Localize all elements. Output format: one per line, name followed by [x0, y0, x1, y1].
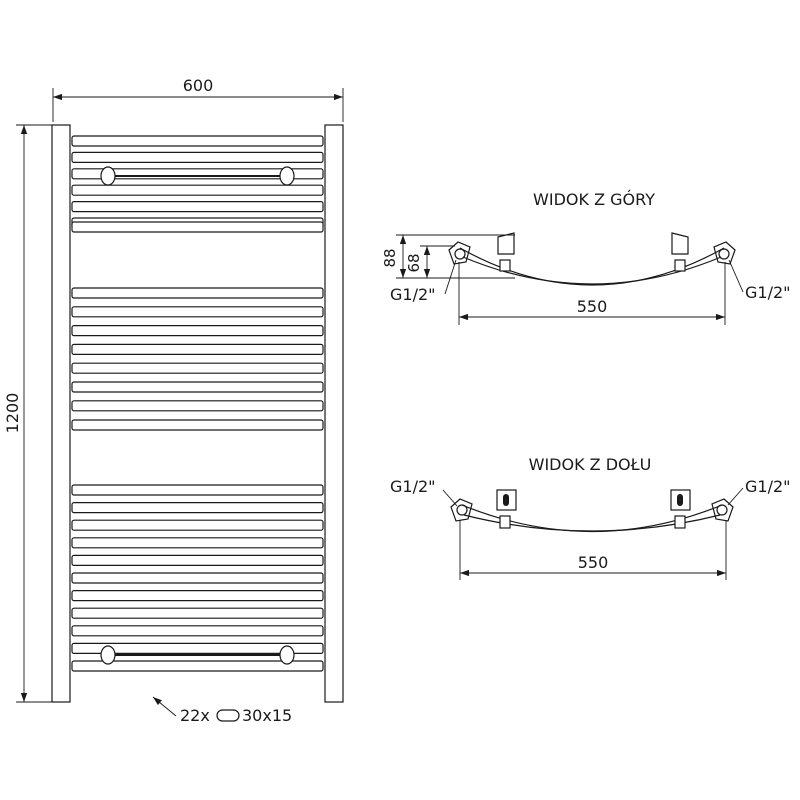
- oval-profile-icon: [216, 709, 240, 722]
- tube-4: [71, 184, 324, 196]
- tube-2: [71, 151, 324, 163]
- wall-bracket-top-left: [100, 166, 116, 186]
- tube-19: [71, 537, 324, 549]
- tube-callout: 22x 30x15: [152, 696, 292, 725]
- wall-bracket-top-right: [279, 166, 295, 186]
- tube-18: [71, 519, 324, 531]
- tube-26: [71, 660, 324, 672]
- tube-22: [71, 589, 324, 602]
- tube-17: [71, 502, 324, 514]
- top-connector-right: [713, 241, 736, 265]
- top-spacing-dimension: 550: [458, 262, 726, 325]
- tube-15: [71, 419, 324, 431]
- tube-1: [71, 135, 324, 147]
- top-spacing-label: 550: [577, 297, 608, 316]
- depth-outer-label: 88: [381, 248, 399, 267]
- tube-16: [71, 484, 324, 496]
- depth-inner-label: 68: [405, 253, 423, 272]
- bottom-view-title: WIDOK Z DOŁU: [529, 455, 652, 474]
- bottom-connector-right: [711, 498, 734, 522]
- top-wall-bracket-right: [671, 232, 689, 272]
- bottom-spacing-label: 550: [578, 553, 609, 572]
- tube-24: [71, 625, 324, 637]
- top-connection-left-label: G1/2": [390, 285, 436, 304]
- bottom-body-curve-inner: [463, 514, 721, 532]
- wall-bracket-bottom-right: [279, 645, 295, 665]
- top-body-curve-outer: [459, 247, 725, 286]
- tube-21: [71, 572, 324, 584]
- tube-12: [71, 362, 324, 374]
- tube-11: [71, 343, 324, 355]
- top-view-title: WIDOK Z GÓRY: [533, 190, 655, 209]
- top-connector-left: [448, 241, 471, 265]
- tube-23: [71, 607, 324, 619]
- bottom-spacing-dimension: 550: [459, 520, 727, 580]
- tube-count-label: 22x: [180, 706, 210, 725]
- top-view: WIDOK Z GÓRY 88 68: [381, 190, 791, 325]
- tube-group: [71, 135, 324, 672]
- height-dimension: 1200: [3, 124, 70, 703]
- height-label: 1200: [3, 393, 22, 434]
- mounting-brackets: [100, 166, 295, 665]
- tube-10: [71, 325, 324, 337]
- tube-size-label: 30x15: [242, 706, 292, 725]
- tube-5: [71, 201, 324, 213]
- tube-20: [71, 554, 324, 567]
- top-connection-right-label: G1/2": [745, 283, 791, 302]
- tube-8: [71, 287, 324, 299]
- tube-7: [71, 221, 324, 233]
- bottom-wall-bracket-left: [496, 489, 517, 529]
- top-body-curve-inner: [462, 256, 722, 285]
- wall-bracket-bottom-left: [100, 645, 116, 665]
- tube-25: [71, 642, 324, 655]
- bottom-connector-left: [450, 498, 473, 522]
- depth-dimensions: 88 68: [381, 234, 515, 279]
- left-collector: [51, 124, 71, 703]
- bottom-connection-right-label: G1/2": [745, 477, 791, 496]
- width-dimension: 600: [52, 76, 344, 122]
- front-view: 600 1200 22x 30x15: [3, 76, 344, 725]
- tube-9: [71, 306, 324, 318]
- bottom-view: WIDOK Z DOŁU G1/2" G1/2": [390, 455, 791, 580]
- tube-14: [71, 400, 324, 412]
- tube-13: [71, 381, 324, 393]
- bottom-connection-left-label: G1/2": [390, 477, 436, 496]
- width-label: 600: [183, 76, 214, 95]
- right-collector: [324, 124, 344, 703]
- bottom-wall-bracket-right: [670, 489, 691, 529]
- top-wall-bracket-left: [497, 232, 515, 272]
